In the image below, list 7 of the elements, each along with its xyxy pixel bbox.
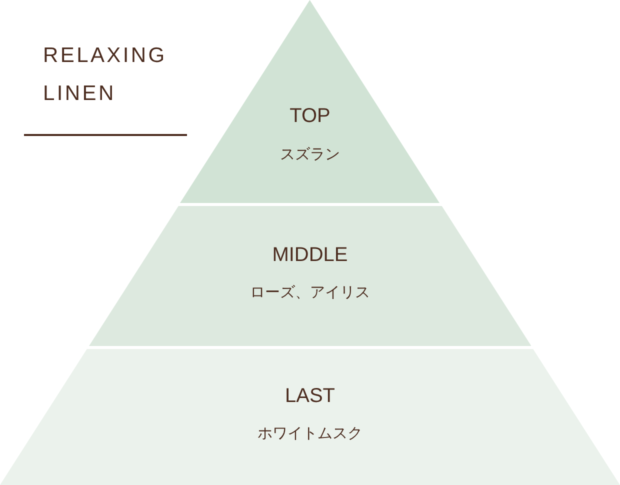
tier-notes: スズラン (280, 146, 340, 164)
tier-heading: LAST (284, 384, 336, 408)
tier-heading: TOP (290, 104, 330, 128)
tier-notes: ホワイトムスク (258, 425, 362, 443)
tier-notes: ローズ、アイリス (250, 284, 370, 302)
tier-heading: MIDDLE (272, 243, 348, 267)
title: RELAXING LINEN (43, 43, 168, 107)
